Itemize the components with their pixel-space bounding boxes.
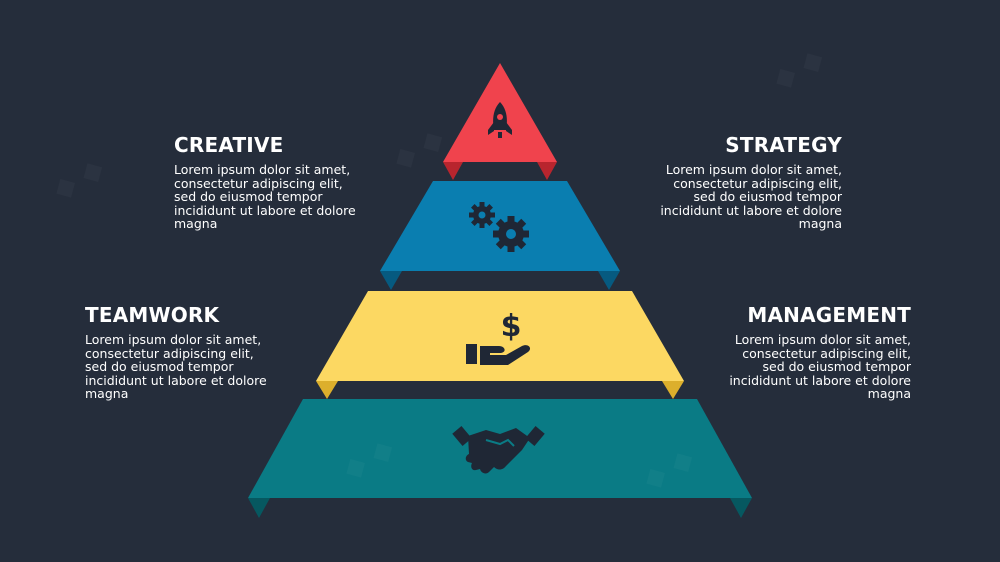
teamwork-body: Lorem ipsum dolor sit amet, consectetur … bbox=[85, 332, 267, 402]
handshake-icon bbox=[452, 426, 545, 474]
level-2-fold-right bbox=[598, 271, 620, 290]
pyramid-level-2 bbox=[380, 181, 620, 290]
svg-text:◆ ◆: ◆ ◆ bbox=[387, 121, 450, 176]
svg-text:◆ ◆: ◆ ◆ bbox=[47, 151, 110, 206]
svg-text:◆ ◆: ◆ ◆ bbox=[767, 41, 830, 96]
level-3-shape bbox=[316, 291, 684, 381]
level-2-fold-left bbox=[380, 271, 402, 290]
pyramid-level-1 bbox=[443, 63, 557, 180]
level-4-fold-right bbox=[730, 498, 752, 518]
teamwork-title: TEAMWORK bbox=[85, 303, 220, 327]
strategy-block: STRATEGY Lorem ipsum dolor sit amet, con… bbox=[642, 133, 842, 231]
level-4-fold-left bbox=[248, 498, 270, 518]
creative-body: Lorem ipsum dolor sit amet, consectetur … bbox=[174, 162, 356, 232]
strategy-title: STRATEGY bbox=[725, 133, 842, 157]
strategy-body: Lorem ipsum dolor sit amet, consectetur … bbox=[660, 162, 842, 232]
pyramid-level-4 bbox=[248, 399, 752, 518]
management-block: MANAGEMENT Lorem ipsum dolor sit amet, c… bbox=[711, 303, 911, 401]
pyramid-level-3: $ bbox=[316, 291, 684, 399]
level-1-fold-left bbox=[443, 162, 463, 180]
money-hand-icon: $ bbox=[466, 309, 531, 365]
level-3-fold-left bbox=[316, 381, 338, 399]
svg-text:$: $ bbox=[501, 309, 522, 344]
rocket-icon bbox=[488, 102, 512, 138]
creative-block: CREATIVE Lorem ipsum dolor sit amet, con… bbox=[174, 133, 374, 231]
management-title: MANAGEMENT bbox=[747, 303, 911, 327]
level-1-fold-right bbox=[537, 162, 557, 180]
level-3-fold-right bbox=[662, 381, 684, 399]
teamwork-block: TEAMWORK Lorem ipsum dolor sit amet, con… bbox=[85, 303, 285, 401]
creative-title: CREATIVE bbox=[174, 133, 284, 157]
management-body: Lorem ipsum dolor sit amet, consectetur … bbox=[729, 332, 911, 402]
